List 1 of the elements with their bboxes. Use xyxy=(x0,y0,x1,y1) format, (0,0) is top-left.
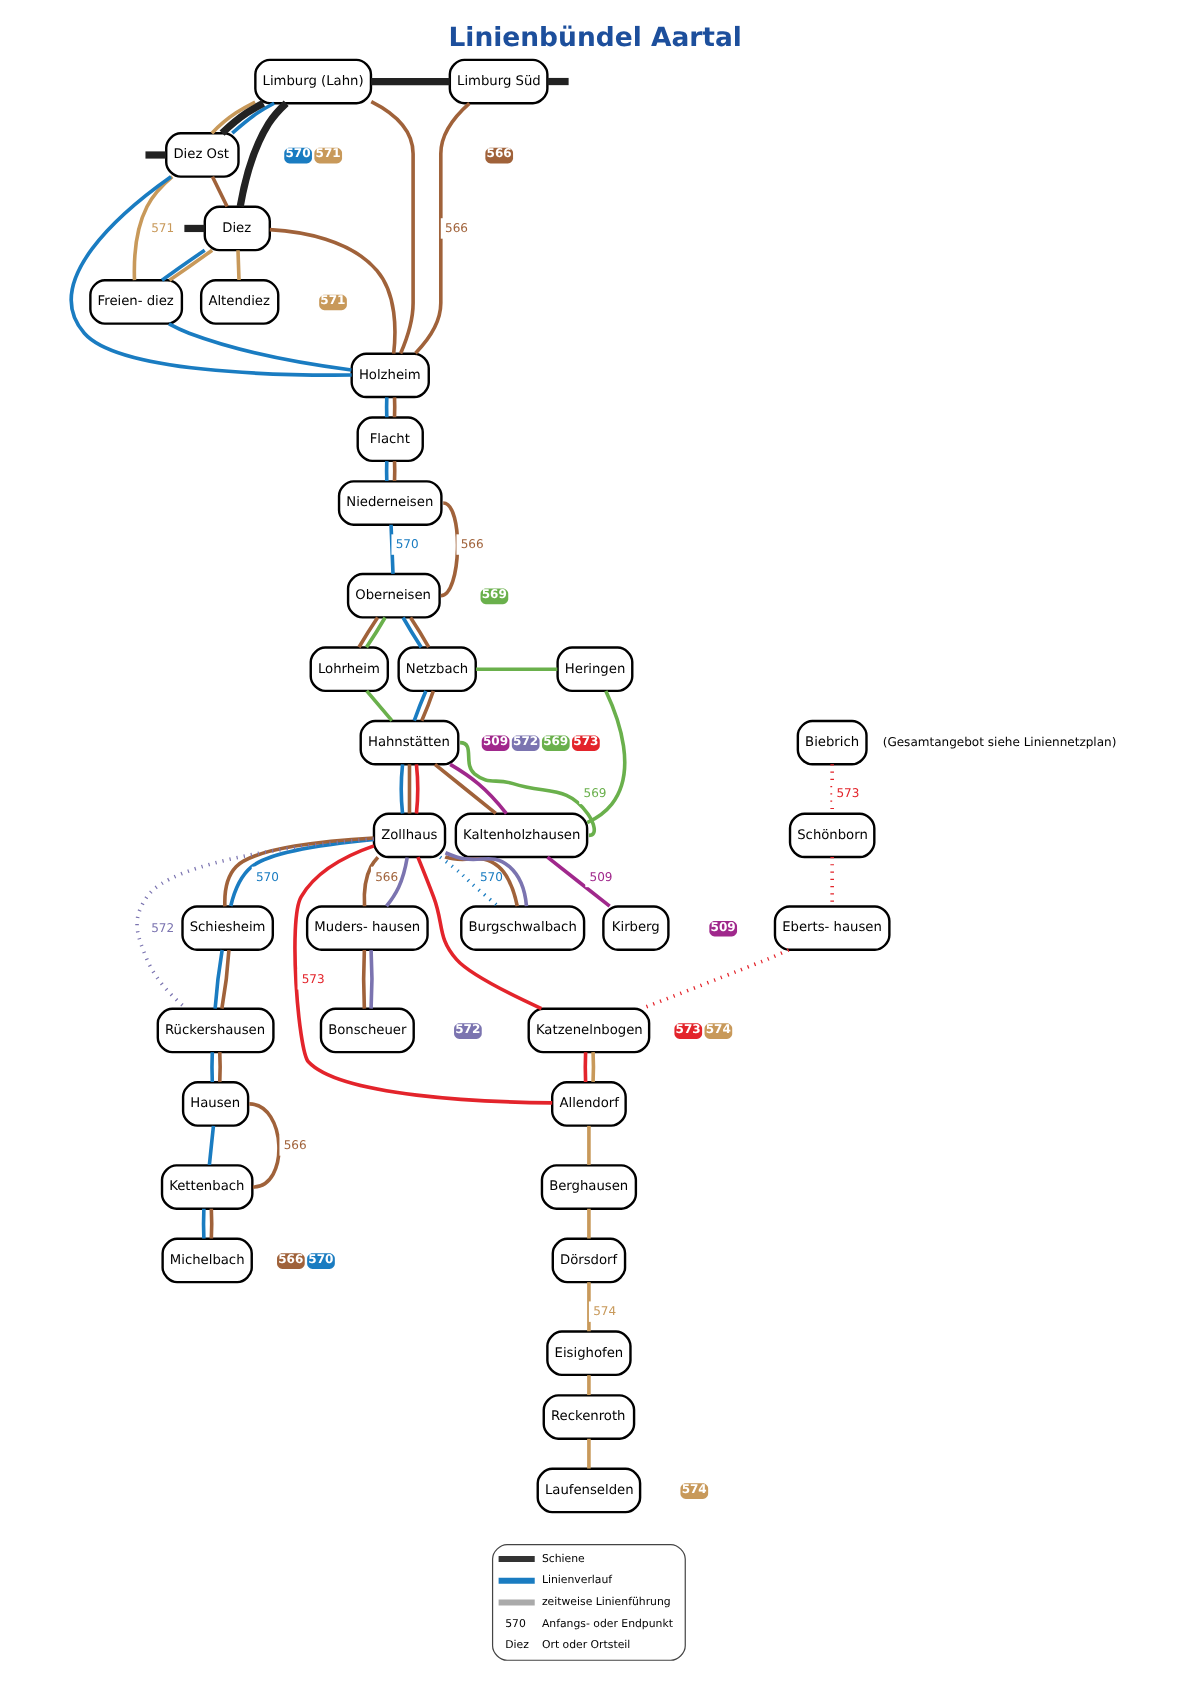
diagram-title: Linienbündel Aartal xyxy=(447,24,741,55)
